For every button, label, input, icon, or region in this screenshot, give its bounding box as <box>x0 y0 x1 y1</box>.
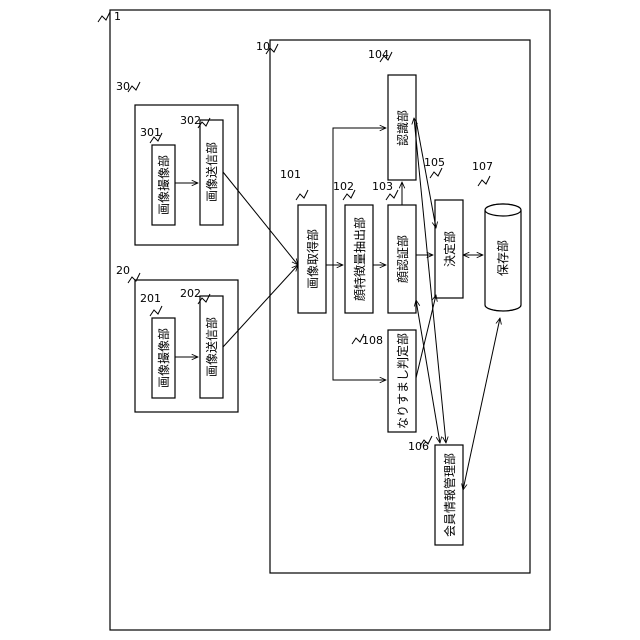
storage-ref-leader <box>478 176 490 186</box>
storage-ref: 107 <box>472 160 493 173</box>
feature-unit: 顔特徴量抽出部 <box>345 205 373 313</box>
acquire-ref-leader <box>296 190 308 200</box>
decide-ref-leader <box>430 168 442 178</box>
storage-unit: 保存部 <box>485 204 521 311</box>
system-frame <box>110 10 550 630</box>
recognize-ref: 104 <box>368 48 389 61</box>
system-ref: 1 <box>114 10 121 23</box>
member-ref: 106 <box>408 440 429 453</box>
feature-ref: 102 <box>333 180 354 193</box>
recognize-label: 認識部 <box>395 110 410 146</box>
face-auth-unit: 顔認証部 <box>388 205 416 313</box>
acquire-label: 画像取得部 <box>305 229 320 289</box>
storage-label: 保存部 <box>495 240 510 276</box>
camera-b-capture-unit: 画像撮像部 <box>152 318 175 398</box>
system-ref-leader <box>98 12 110 22</box>
camera-a-capture-unit: 画像撮像部 <box>152 145 175 225</box>
decide-ref: 105 <box>424 156 445 169</box>
camera-b-capture-ref-leader <box>150 306 162 316</box>
camera-b-ref: 20 <box>116 264 130 277</box>
spoof-label: なりすまし判定部 <box>395 333 410 429</box>
arrow-member-storage <box>463 318 500 490</box>
camera-b-send-label: 画像送信部 <box>204 317 219 377</box>
camera-a-capture-ref: 301 <box>140 126 161 139</box>
feature-label: 顔特徴量抽出部 <box>352 217 367 301</box>
camera-b-send-unit: 画像送信部 <box>200 296 223 398</box>
face-auth-label: 顔認証部 <box>395 235 410 283</box>
spoof-ref: 108 <box>362 334 383 347</box>
decide-unit: 決定部 <box>435 200 463 298</box>
camera-b-send-ref: 202 <box>180 287 201 300</box>
arrow-b-send-to-acquire <box>223 265 298 347</box>
arrow-a-send-to-acquire <box>223 172 298 265</box>
spoof-unit: なりすまし判定部 <box>388 330 416 432</box>
camera-a-send-ref: 302 <box>180 114 201 127</box>
member-unit: 会員情報管理部 <box>435 445 463 545</box>
acquire-ref: 101 <box>280 168 301 181</box>
camera-a-send-unit: 画像送信部 <box>200 120 223 225</box>
face-auth-ref: 103 <box>372 180 393 193</box>
camera-a-ref: 30 <box>116 80 130 93</box>
camera-b-capture-ref: 201 <box>140 292 161 305</box>
server-ref: 10 <box>256 40 270 53</box>
member-label: 会員情報管理部 <box>442 453 457 537</box>
decide-label: 決定部 <box>442 231 457 267</box>
camera-a-capture-label: 画像撮像部 <box>156 155 171 215</box>
arrow-face-auth-member <box>416 300 440 443</box>
camera-a-send-label: 画像送信部 <box>204 142 219 202</box>
acquire-unit: 画像取得部 <box>298 205 326 313</box>
recognize-unit: 認識部 <box>388 75 416 180</box>
camera-b-capture-label: 画像撮像部 <box>156 328 171 388</box>
